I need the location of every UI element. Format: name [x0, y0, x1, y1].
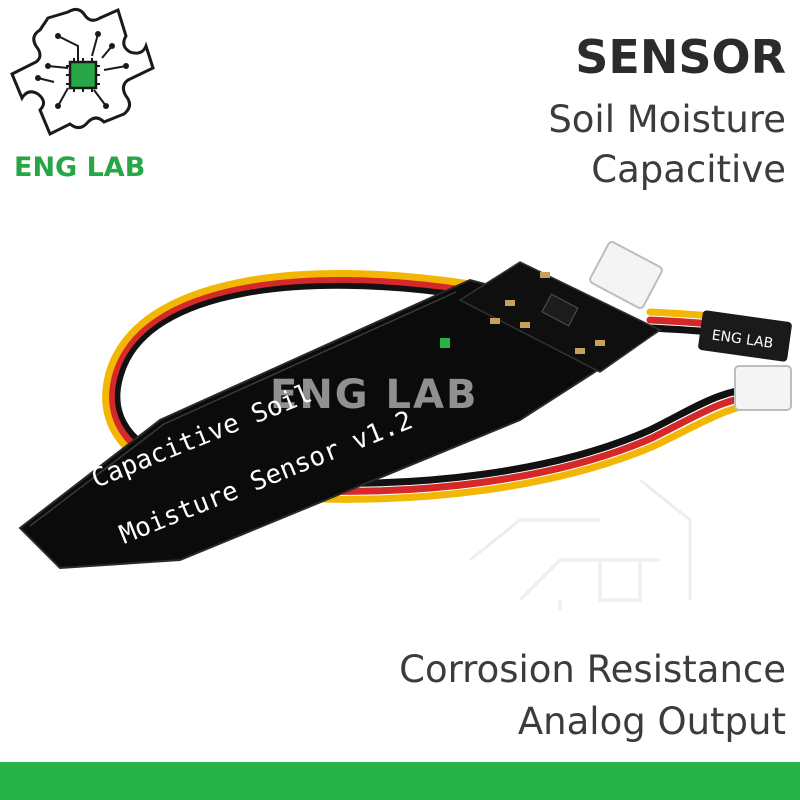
feature-line2: Analog Output	[517, 700, 786, 743]
jst-connector-board	[589, 241, 663, 309]
logo-text: ENG LAB	[14, 152, 146, 183]
led-indicator	[440, 338, 450, 348]
bottom-brand-bar	[0, 762, 800, 800]
soil-moisture-sensor-photo: ENG LAB Capacitive Soil Moisture Sensor …	[18, 241, 792, 610]
pcb-probe	[18, 278, 663, 570]
eng-lab-logo: ENG LAB	[8, 6, 158, 191]
puzzle-circuit-icon	[10, 7, 155, 137]
feature-line1: Corrosion Resistance	[399, 648, 786, 691]
smd-components	[490, 272, 605, 354]
watermark-text: ENG LAB	[270, 372, 479, 418]
circuit-background-pattern	[469, 478, 692, 610]
dupont-connector: ENG LAB	[698, 310, 792, 362]
ic-chip	[541, 293, 579, 327]
jst-connector-cable	[734, 365, 792, 411]
product-subtitle-line2: Capacitive	[591, 148, 786, 191]
product-subtitle-line1: Soil Moisture	[548, 98, 786, 141]
product-category-title: SENSOR	[575, 30, 786, 84]
